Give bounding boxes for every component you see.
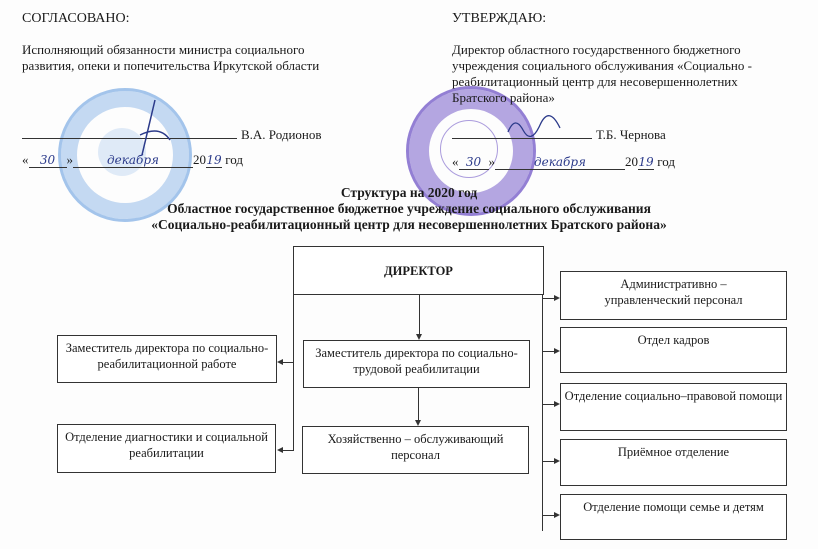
ministry-stamp-emblem: [98, 128, 146, 176]
approve-position-line3: реабилитационный центр для несовершеннол…: [452, 74, 738, 89]
arrow-left-icon: [277, 359, 283, 365]
agreed-position-line1: Исполняющий обязанности министра социаль…: [22, 42, 305, 57]
arrow-down-icon: [415, 420, 421, 426]
arrow-right-icon: [554, 295, 560, 301]
maintenance-staff-box: Хозяйственно – обслуживающий персонал: [302, 426, 529, 474]
approve-position-line1: Директор областного государственного бюд…: [452, 42, 741, 57]
structure-title: Структура на 2020 год: [340, 185, 478, 200]
year-suffix: 19: [206, 153, 222, 168]
approve-heading: УТВЕРЖДАЮ:: [452, 11, 547, 26]
signature-rodionov: [139, 99, 171, 156]
institution-name: «Социально-реабилитационный центр для не…: [151, 217, 667, 232]
year-word: год: [657, 154, 675, 169]
connector: [283, 362, 293, 363]
signature-line: [452, 138, 592, 139]
approve-position-line4: Братского района»: [452, 90, 555, 105]
agreed-position-line2: развития, опеки и попечительства Иркутск…: [22, 58, 320, 73]
reception-dept-box: Приёмное отделение: [560, 439, 787, 486]
approve-name: Т.Б. Чернова: [596, 127, 666, 142]
arrow-right-icon: [554, 512, 560, 518]
arrow-right-icon: [554, 401, 560, 407]
signature-chernova: [507, 115, 561, 137]
date-day: 30: [458, 155, 489, 170]
institution-stamp-center: [440, 120, 498, 178]
institution-stamp: [406, 86, 536, 216]
date-day: 30: [28, 153, 67, 168]
hr-dept-box: Отдел кадров: [560, 327, 787, 373]
signature-line: [22, 138, 237, 139]
deputy-rehab-box: Заместитель директора по социально-реаби…: [57, 335, 277, 383]
center-connector: [419, 294, 420, 334]
date-month: декабря: [73, 153, 193, 168]
date-month: декабря: [495, 155, 625, 170]
institution-title: Областное государственное бюджетное учре…: [167, 201, 651, 216]
right-connector: [542, 294, 543, 531]
director-box: ДИРЕКТОР: [293, 246, 544, 295]
year-suffix: 19: [638, 155, 654, 170]
arrow-left-icon: [277, 447, 283, 453]
year-prefix: 20: [625, 154, 638, 169]
agreed-heading: СОГЛАСОВАНО:: [22, 11, 130, 26]
admin-staff-box: Административно – управленческий персона…: [560, 271, 787, 320]
family-aid-dept-box: Отделение помощи семье и детям: [560, 494, 787, 540]
year-word: год: [225, 152, 243, 167]
agreed-name: В.А. Родионов: [241, 127, 322, 142]
approve-position-line2: учреждения социального обслуживания «Соц…: [452, 58, 752, 73]
deputy-labor-box: Заместитель директора по социально-трудо…: [303, 340, 530, 388]
center-connector: [418, 388, 419, 420]
left-connector: [293, 294, 294, 451]
year-prefix: 20: [193, 152, 206, 167]
ministry-stamp: [58, 88, 192, 222]
arrow-right-icon: [554, 458, 560, 464]
connector: [283, 450, 293, 451]
diagnostics-dept-box: Отделение диагностики и социальной реаби…: [57, 424, 276, 473]
arrow-down-icon: [416, 334, 422, 340]
arrow-right-icon: [554, 348, 560, 354]
legal-aid-dept-box: Отделение социально–правовой помощи: [560, 383, 787, 431]
